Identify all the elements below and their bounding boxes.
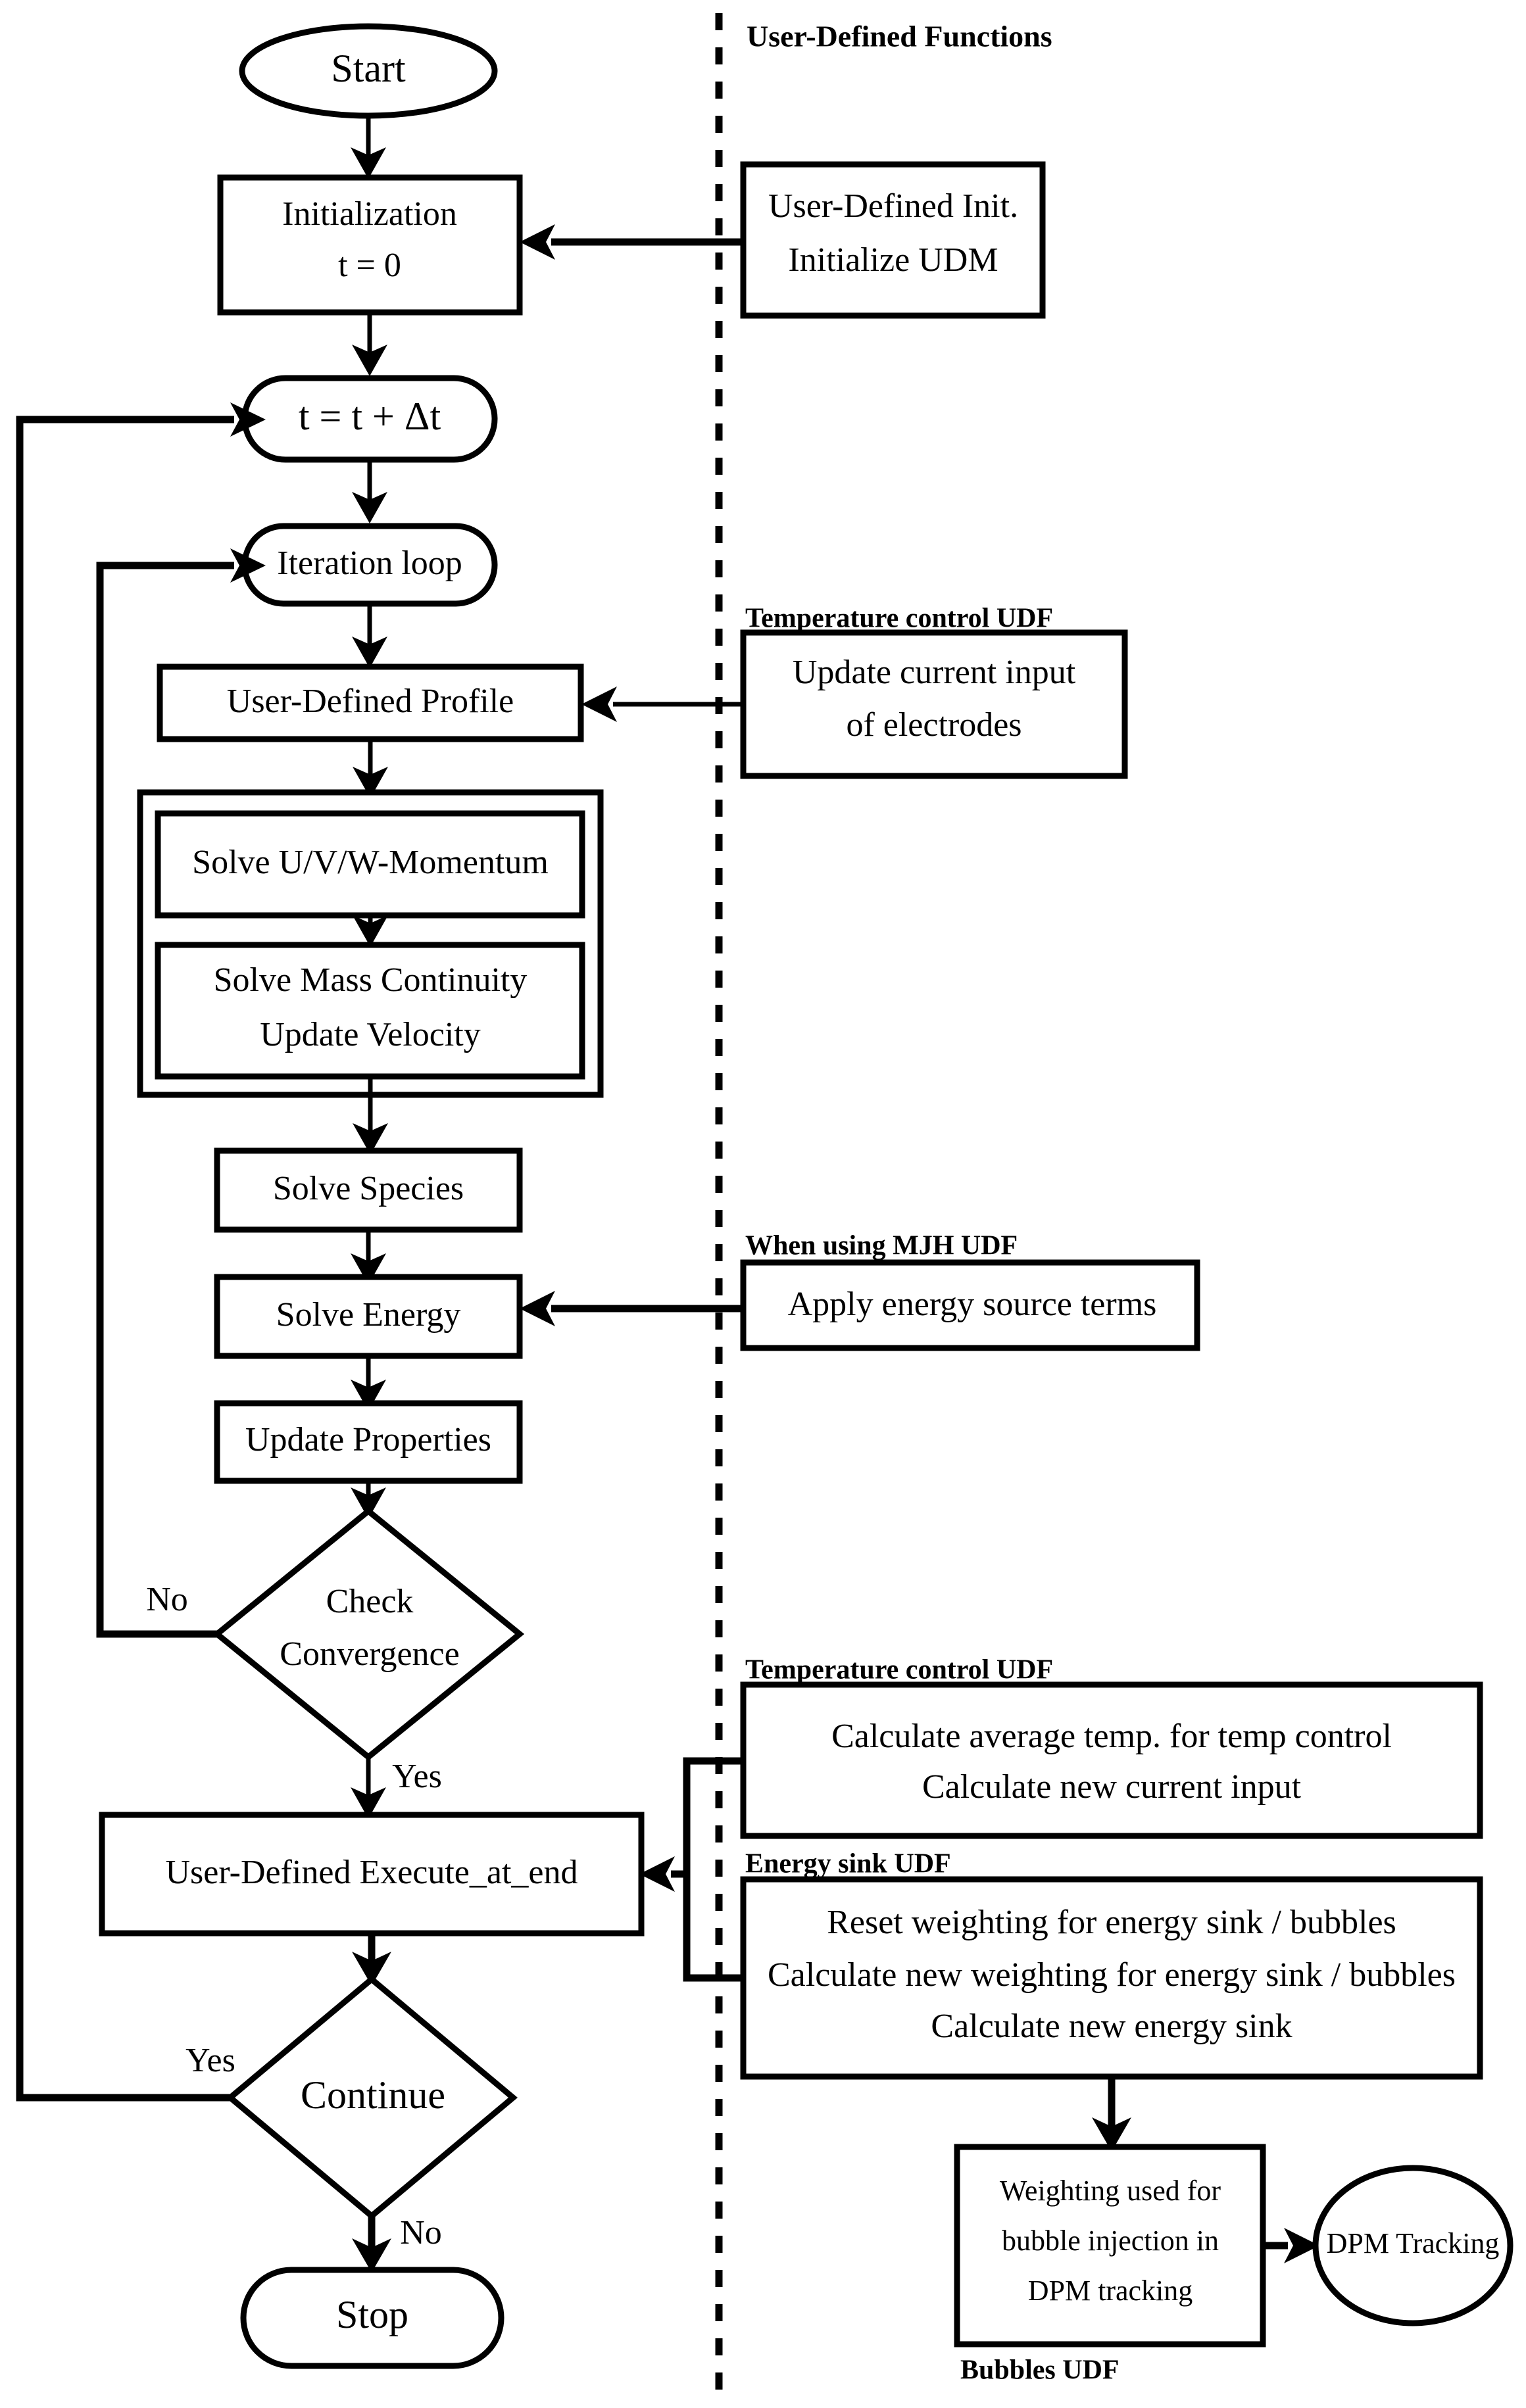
arrowhead-continue-no: [352, 2238, 391, 2273]
edge-bottom-udf-bracket: [683, 1757, 743, 1982]
node-solve-momentum-label: Solve U/V/W-Momentum: [192, 844, 549, 881]
label-energy-sink-udf-title: Energy sink UDF: [745, 1849, 951, 1879]
arrowhead-properties-to-convergence: [351, 1487, 386, 1519]
arrowhead-iteration-to-profile: [352, 637, 387, 668]
node-initialization-label-1: Initialization: [282, 195, 457, 233]
node-iteration-loop-label: Iteration loop: [277, 544, 462, 582]
arrowhead-init-to-timestep: [352, 345, 387, 376]
node-initialization-shape: [217, 174, 523, 316]
label-mjh-udf-title: When using MJH UDF: [745, 1231, 1018, 1261]
arrowhead-init-udf-to-initialization: [520, 224, 555, 260]
arrowhead-bracket-to-execute: [639, 1856, 675, 1892]
label-temperature-control-udf-bottom-title: Temperature control UDF: [745, 1655, 1053, 1685]
node-solve-continuity-label-1: Solve Mass Continuity: [214, 961, 528, 999]
arrowhead-profile-to-solvergroup: [353, 767, 388, 798]
node-energy-sink-udf-label-1: Reset weighting for energy sink / bubble…: [827, 1904, 1396, 1941]
node-dpm-tracking-shape: [1312, 2165, 1514, 2326]
arrowhead-temp-udf-top-to-profile: [581, 686, 617, 722]
node-temperature-control-udf-top-label-2: of electrodes: [846, 706, 1021, 744]
node-update-properties-shape: [214, 1400, 523, 1484]
arrowhead-convergence-no-loopback: [230, 548, 266, 583]
edge-convergence-no-loopback: [96, 562, 234, 1638]
node-bubbles-udf-label-3: DPM tracking: [1028, 2275, 1193, 2307]
node-execute-at-end-shape: [99, 1812, 645, 1937]
arrowhead-momentum-to-continuity: [353, 915, 388, 947]
arrowhead-energy-sink-to-bubbles: [1092, 2117, 1131, 2152]
node-temperature-control-udf-top-label-1: Update current input: [793, 654, 1076, 691]
arrowhead-start-to-init: [351, 147, 386, 179]
edge-label-continue-yes: Yes: [185, 2042, 235, 2079]
edge-continue-yes-loopback: [16, 416, 234, 2102]
node-dpm-tracking-label: DPM Tracking: [1327, 2227, 1500, 2259]
node-stop-label: Stop: [336, 2293, 408, 2336]
node-stop-shape: [240, 2267, 505, 2369]
node-continue-label: Continue: [301, 2073, 445, 2117]
edge-label-convergence-no: No: [146, 1581, 188, 1618]
node-bubbles-udf-label-1: Weighting used for: [1000, 2175, 1221, 2207]
node-solve-energy-label: Solve Energy: [276, 1296, 461, 1334]
arrowhead-solvergroup-to-species: [353, 1123, 388, 1155]
arrowhead-species-to-energy: [351, 1253, 386, 1285]
arrowhead-timestep-to-iteration: [352, 492, 387, 523]
node-energy-sink-udf-label-3: Calculate new energy sink: [931, 2008, 1292, 2045]
label-bubbles-udf-title: Bubbles UDF: [960, 2355, 1120, 2386]
node-energy-sink-udf-label-2: Calculate new weighting for energy sink …: [768, 1956, 1456, 1994]
node-mjh-udf-shape: [740, 1259, 1200, 1351]
right-column-title: User-Defined Functions: [747, 20, 1052, 53]
node-solve-continuity-label-2: Update Velocity: [260, 1016, 481, 1053]
node-timestep-label: t = t + Δt: [299, 395, 441, 438]
node-temperature-control-udf-top-shape: [740, 629, 1128, 779]
node-bubbles-udf-label-2: bubble injection in: [1002, 2225, 1219, 2257]
node-mjh-udf-label-1: Apply energy source terms: [788, 1286, 1157, 1323]
edge-label-convergence-yes: Yes: [392, 1758, 442, 1795]
node-update-properties-label: Update Properties: [245, 1421, 491, 1458]
node-temperature-control-udf-bottom-label-1: Calculate average temp. for temp control: [831, 1718, 1392, 1755]
node-solve-species-shape: [214, 1147, 523, 1233]
node-solve-species-label: Solve Species: [273, 1170, 464, 1207]
node-check-convergence-label-2: Convergence: [280, 1635, 459, 1673]
node-temperature-control-udf-bottom-label-2: Calculate new current input: [922, 1768, 1302, 1806]
node-temperature-control-udf-bottom-shape: [740, 1681, 1483, 1839]
arrowhead-execute-to-continue: [352, 1952, 391, 1986]
label-temperature-control-udf-top-title: Temperature control UDF: [745, 604, 1053, 634]
node-init-udf-label-2: Initialize UDM: [788, 241, 998, 279]
arrowhead-bubbles-to-dpm: [1284, 2228, 1319, 2263]
edge-label-continue-no: No: [400, 2214, 442, 2251]
node-execute-at-end-label: User-Defined Execute_at_end: [166, 1854, 578, 1891]
node-check-convergence-shape: [212, 1507, 525, 1761]
node-start-label: Start: [331, 47, 406, 90]
arrowhead-convergence-yes: [351, 1787, 386, 1819]
arrowhead-continue-yes-loopback: [230, 402, 266, 437]
node-check-convergence-label-1: Check: [326, 1583, 414, 1620]
node-user-defined-profile-label: User-Defined Profile: [227, 683, 514, 720]
node-initialization-label-2: t = 0: [338, 247, 401, 284]
arrowhead-energy-to-update-properties: [351, 1380, 386, 1411]
node-init-udf-label-1: User-Defined Init.: [768, 187, 1018, 225]
arrowhead-mjh-udf-to-energy: [520, 1291, 555, 1326]
node-solve-continuity-shape: [155, 942, 585, 1080]
node-init-udf-shape: [740, 161, 1046, 319]
node-user-defined-profile-shape: [157, 663, 584, 742]
